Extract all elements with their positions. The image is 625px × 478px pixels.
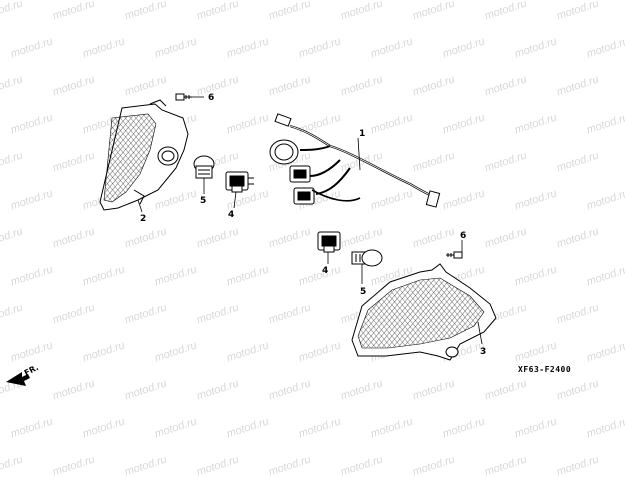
- callout-2: 2: [140, 214, 146, 224]
- callout-5-left: 5: [200, 196, 206, 206]
- fr-label: FR.: [23, 363, 40, 378]
- arrow-icon: [6, 372, 30, 386]
- screw-top: [175, 93, 192, 101]
- callout-4-right: 4: [322, 266, 328, 276]
- callout-3: 3: [480, 347, 486, 357]
- socket-right: [317, 231, 341, 253]
- screw-right: [446, 251, 463, 259]
- callout-numbers: 6 2 5 4 1 4 5 6 3: [140, 93, 486, 357]
- callout-6-top: 6: [208, 93, 214, 103]
- right-turn-signal-lens: [351, 263, 497, 361]
- wire-harness: [269, 113, 441, 208]
- diagram-code: XF63-F2400: [518, 365, 571, 374]
- callout-1: 1: [359, 129, 365, 139]
- diagram-svg: 6 2 5 4 1 4 5 6 3 FR. XF63-F2400: [6, 93, 571, 386]
- bulb-right: [351, 249, 383, 267]
- callout-6-right: 6: [460, 231, 466, 241]
- left-turn-signal-lens: [99, 99, 189, 211]
- socket-left: [225, 171, 254, 193]
- front-direction-arrow: FR.: [6, 363, 40, 386]
- callout-4-left: 4: [228, 210, 234, 220]
- leader-lines: [137, 96, 483, 345]
- bulb-left: [193, 155, 215, 179]
- callout-5-right: 5: [360, 287, 366, 297]
